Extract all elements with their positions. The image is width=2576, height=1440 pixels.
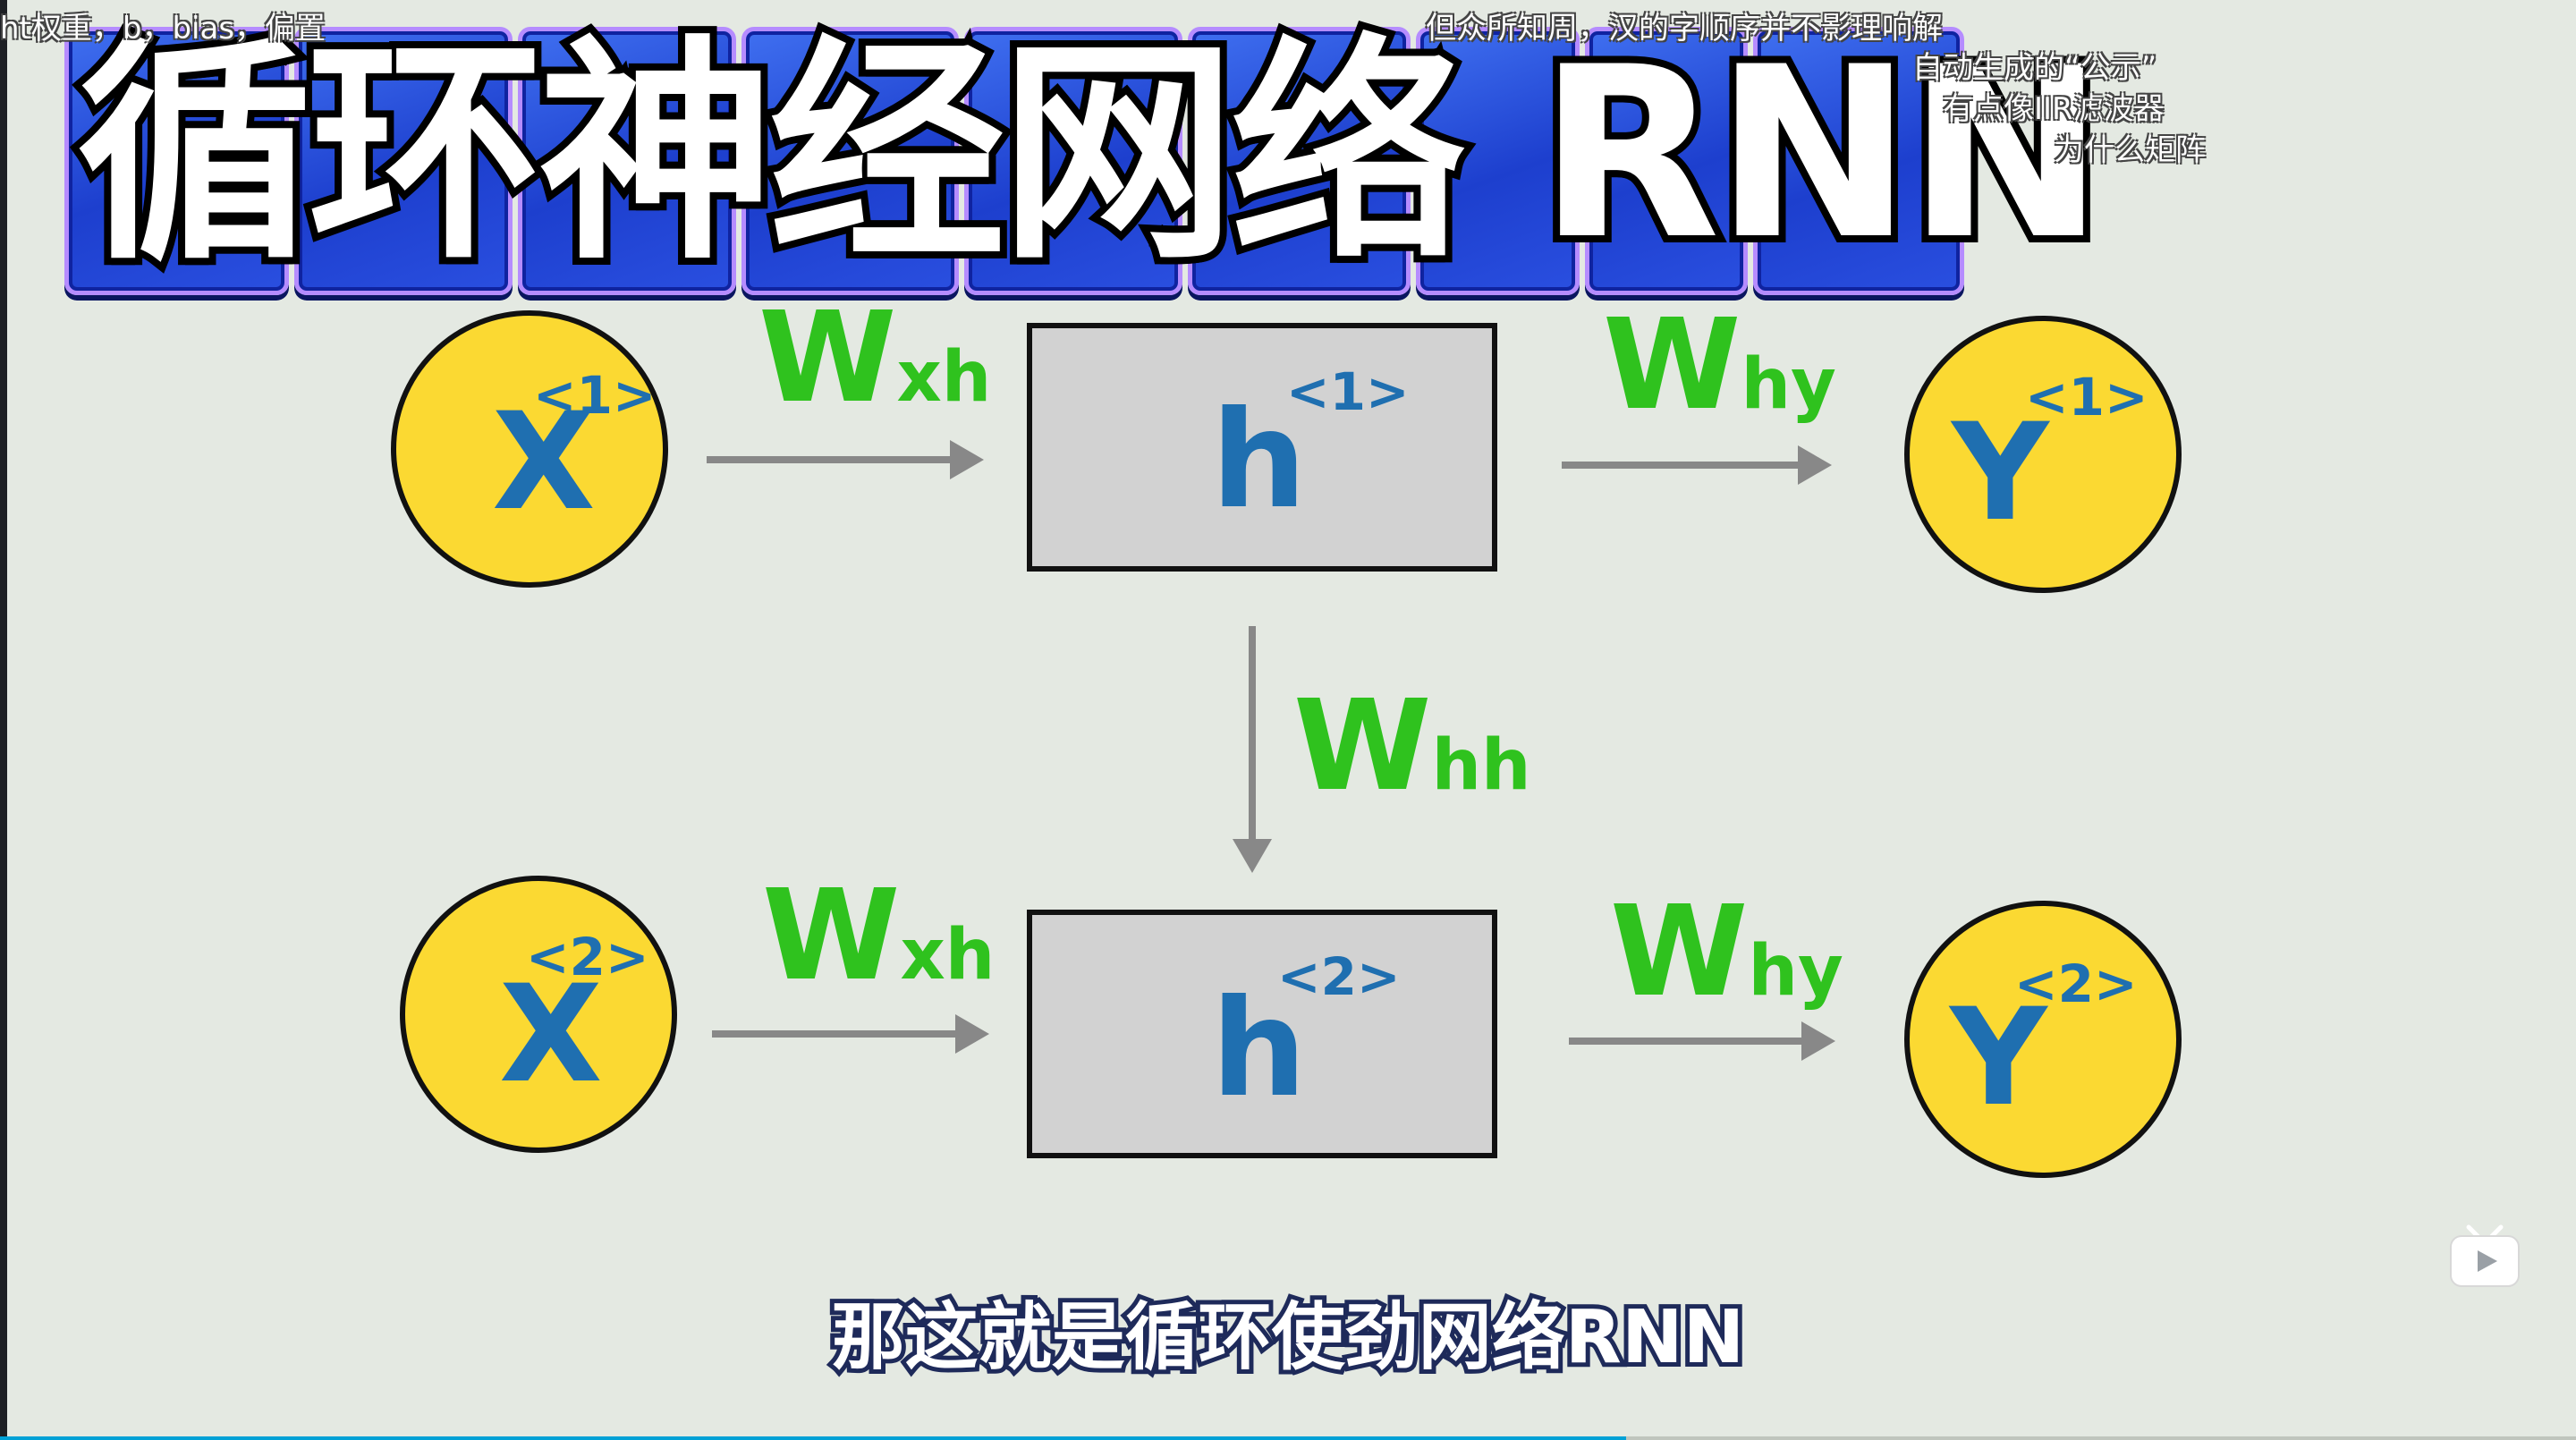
- player-left-edge: [0, 0, 7, 1440]
- danmaku-comment: 自动生成的“公示”: [1912, 50, 2157, 86]
- title-tile: [1416, 27, 1580, 295]
- weight-xh-2: Wxh: [712, 863, 995, 1054]
- weight-label-hy-2: Why: [1610, 879, 1843, 1025]
- hidden-box-2-letter: h: [1211, 971, 1307, 1127]
- input-node-2-sup: <2>: [526, 927, 649, 987]
- hidden-box-1-sup: <1>: [1286, 361, 1410, 422]
- arrowhead-hh: [1233, 839, 1272, 873]
- video-title: 循环神经网络 RNN: [70, 17, 2112, 292]
- hidden-box-2-sup: <2>: [1277, 946, 1401, 1007]
- input-node-1-letter: X: [492, 385, 596, 540]
- arrowhead-hy-1: [1798, 445, 1832, 485]
- output-node-1-letter: Y: [1950, 395, 2051, 551]
- title-tile: [1752, 27, 1964, 295]
- input-node-2: X <2>: [400, 876, 677, 1153]
- output-node-2-sup: <2>: [2014, 953, 2138, 1014]
- playback-progress-fill: [0, 1436, 1626, 1440]
- danmaku-comment: 为什么矩阵: [2054, 132, 2206, 168]
- arrowhead-hy-2: [1801, 1021, 1835, 1061]
- output-node-1: Y <1>: [1904, 316, 2182, 593]
- title-tile: [1584, 27, 1748, 295]
- weight-label-xh-1: Wxh: [758, 285, 991, 431]
- title-tile: [964, 27, 1182, 295]
- output-node-2: Y <2>: [1904, 901, 2182, 1178]
- output-node-2-letter: Y: [1948, 980, 2049, 1136]
- input-node-1: X <1>: [391, 310, 668, 588]
- title-tile: [741, 27, 960, 295]
- weight-label-xh-2: Wxh: [762, 863, 995, 1009]
- weight-xh-1: Wxh: [707, 285, 991, 479]
- weight-hy-2: Why: [1569, 879, 1843, 1061]
- weight-hh: Whh: [1233, 626, 1531, 873]
- bilibili-player-icon[interactable]: [2447, 1224, 2522, 1290]
- weight-label-hy-1: Why: [1603, 292, 1836, 438]
- title-banner: 循环神经网络 RNN: [64, 17, 2112, 295]
- danmaku-comment: ht权重，b，bias，偏置: [0, 11, 326, 47]
- video-subtitle: 那这就是循环使劲网络RNN: [827, 1291, 1749, 1385]
- input-node-2-letter: X: [499, 957, 603, 1113]
- title-tile: [64, 27, 290, 295]
- hidden-box-2: h <2>: [1027, 910, 1497, 1158]
- input-node-1-sup: <1>: [533, 365, 657, 426]
- output-node-1-sup: <1>: [2025, 367, 2148, 428]
- arrowhead-xh-1: [950, 440, 984, 479]
- danmaku-comment: 但众所知周，汉的字顺序并不影理响解: [1426, 11, 1943, 47]
- hidden-box-1-letter: h: [1211, 383, 1307, 538]
- title-tile: [294, 27, 513, 295]
- title-tiles: [64, 20, 1970, 295]
- danmaku-comment: 有点像IIR滤波器: [1943, 91, 2165, 127]
- weight-hy-1: Why: [1562, 292, 1836, 485]
- hidden-box-1: h <1>: [1027, 323, 1497, 572]
- arrowhead-xh-2: [955, 1014, 989, 1054]
- title-tile: [517, 27, 736, 295]
- weight-label-hh: Whh: [1293, 673, 1531, 819]
- playback-progress-bar[interactable]: [0, 1436, 2576, 1440]
- title-tile: [1187, 27, 1411, 295]
